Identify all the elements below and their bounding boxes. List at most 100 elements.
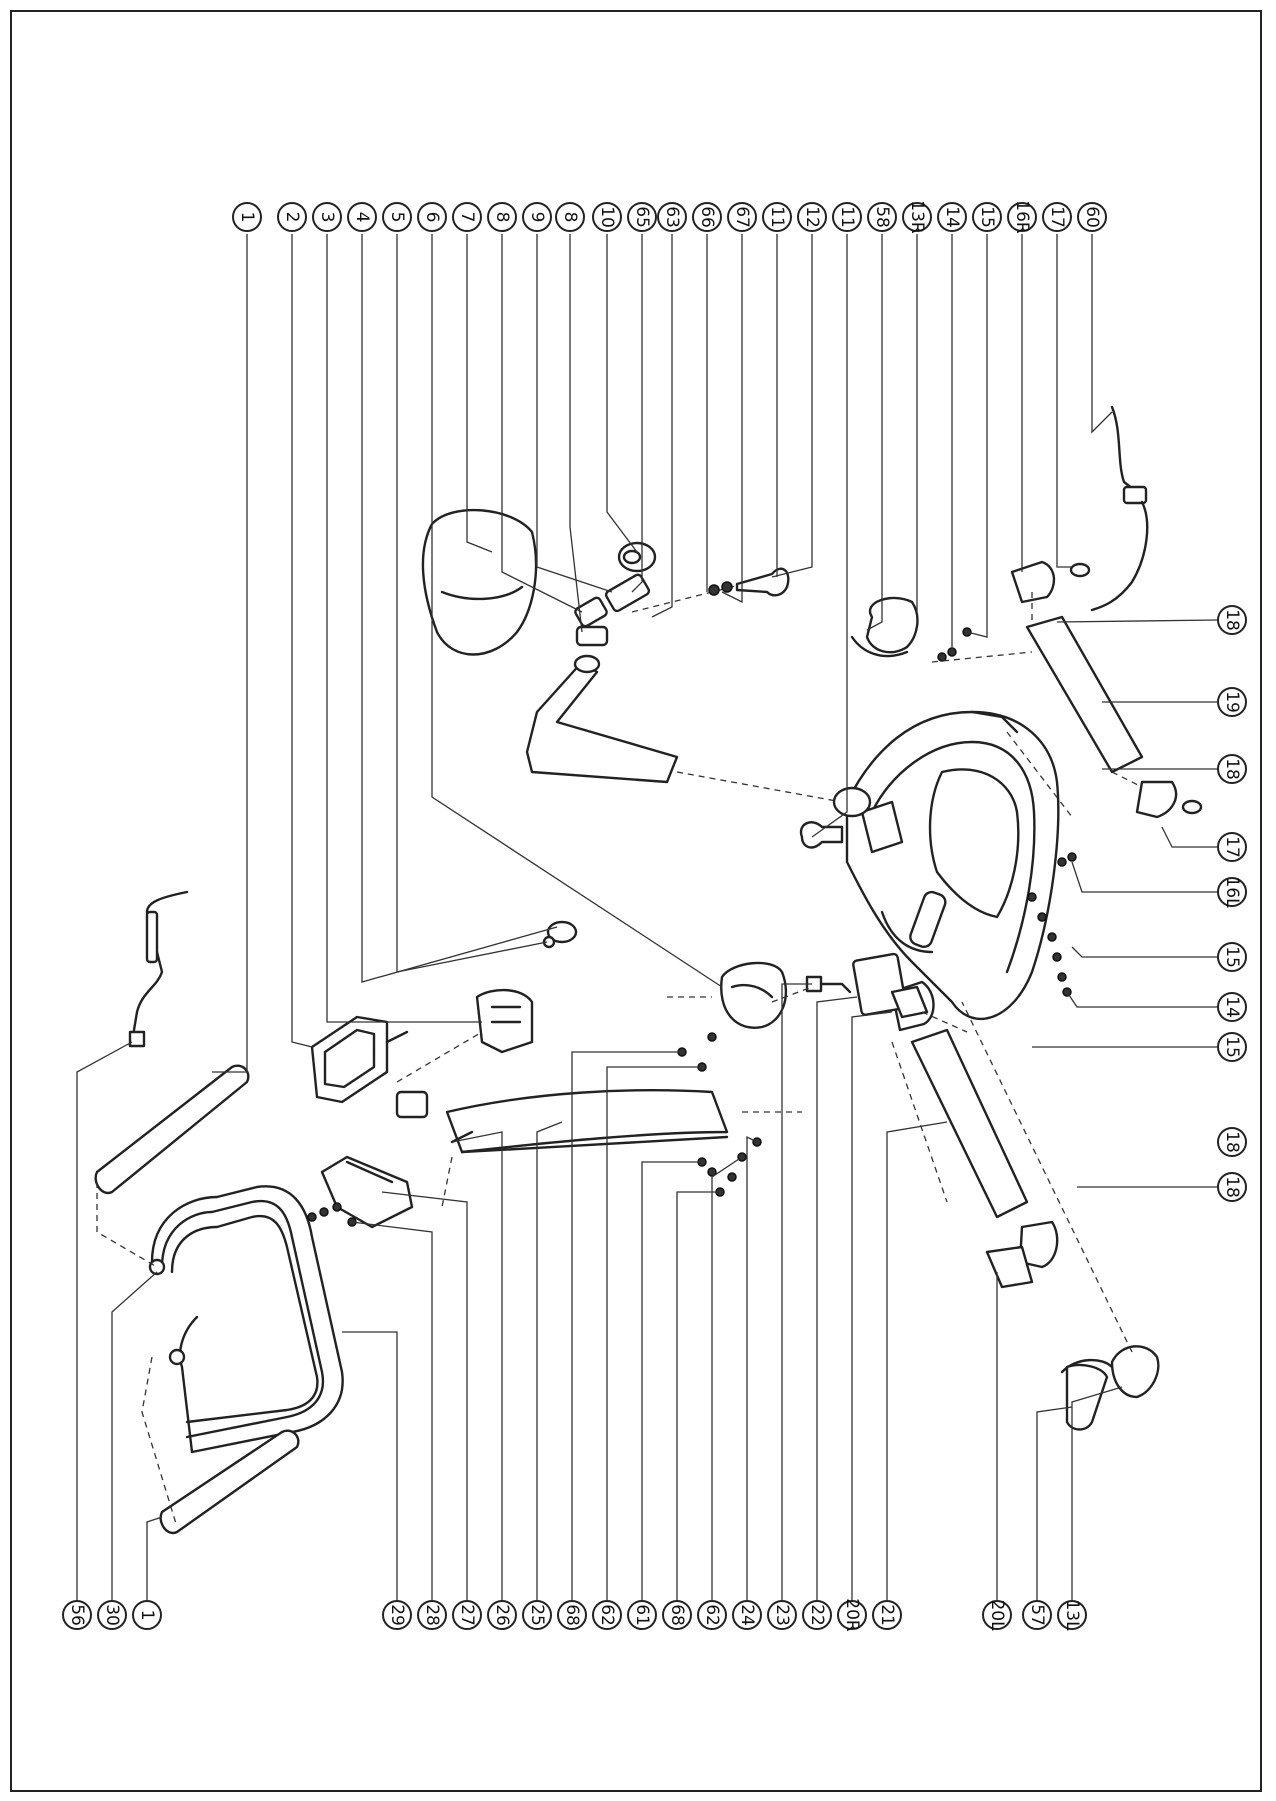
callout-number: 18: [1222, 1176, 1242, 1198]
callout-17: 17: [1042, 202, 1072, 232]
end-caps-20: [890, 985, 1034, 1289]
callout-circle: [312, 202, 342, 232]
callout-62: 62: [592, 1600, 622, 1630]
screws-61-62-68: [307, 1032, 762, 1227]
callout-58: 58: [867, 202, 897, 232]
callout-circle: [832, 202, 862, 232]
callout-number: 18: [1222, 758, 1242, 780]
callout-number: 14: [942, 206, 962, 228]
callout-circle: [1217, 754, 1247, 784]
callout-19: 19: [1217, 687, 1247, 717]
callout-circle: [1217, 832, 1247, 862]
callout-circle: [557, 1600, 587, 1630]
callout-circle: [1057, 1600, 1087, 1630]
callout-65: 65: [627, 202, 657, 232]
callout-66: 66: [692, 202, 722, 232]
callout-number: 25: [527, 1604, 547, 1626]
handlebar: [148, 1185, 344, 1454]
callout-number: 63: [662, 206, 682, 228]
callout-number: 15: [1222, 946, 1242, 968]
callout-circle: [727, 202, 757, 232]
callout-number: 66: [697, 206, 717, 228]
callout-number: 4: [352, 212, 372, 223]
callout-number: 28: [422, 1604, 442, 1626]
callout-number: 56: [67, 1604, 87, 1626]
callout-14: 14: [937, 202, 967, 232]
callout-27: 27: [452, 1600, 482, 1630]
callout-number: 11: [837, 206, 857, 228]
callout-circle: [767, 1600, 797, 1630]
callout-circle: [347, 202, 377, 232]
callout-circle: [592, 1600, 622, 1630]
callout-circle: [1217, 942, 1247, 972]
callout-circle: [522, 1600, 552, 1630]
callout-1: 1: [232, 202, 262, 232]
callout-20R: 20R: [837, 1598, 867, 1632]
callout-21: 21: [872, 1600, 902, 1630]
callout-number: 17: [1047, 206, 1067, 228]
seat-slider-assembly: [574, 541, 657, 647]
callout-28: 28: [417, 1600, 447, 1630]
callout-1: 1: [132, 1600, 162, 1630]
callout-circle: [382, 202, 412, 232]
callout-number: 15: [977, 206, 997, 228]
callout-circle: [697, 1600, 727, 1630]
console: [310, 1015, 409, 1104]
callout-number: 2: [282, 212, 302, 223]
seat: [421, 508, 538, 656]
callout-number: 60: [1082, 206, 1102, 228]
callout-circle: [937, 202, 967, 232]
rear-stabilizer: [1010, 560, 1178, 819]
callout-circle: [417, 1600, 447, 1630]
callout-circle: [452, 202, 482, 232]
callout-25: 25: [522, 1600, 552, 1630]
levelers: [1069, 562, 1203, 815]
callout-61: 61: [627, 1600, 657, 1630]
callout-number: 67: [732, 206, 752, 228]
callout-57: 57: [1022, 1600, 1052, 1630]
callout-number: 1: [137, 1610, 157, 1621]
callout-number: 14: [1222, 996, 1242, 1018]
callout-4: 4: [347, 202, 377, 232]
callout-number: 29: [387, 1604, 407, 1626]
callout-circle: [1217, 687, 1247, 717]
callout-circle: [487, 202, 517, 232]
callout-number: 62: [597, 1604, 617, 1626]
callout-circle: [1217, 1032, 1247, 1062]
callout-26: 26: [487, 1600, 517, 1630]
callout-number: 30: [102, 1604, 122, 1626]
callout-8: 8: [555, 202, 585, 232]
callout-number: 17: [1222, 836, 1242, 858]
callout-60: 60: [1077, 202, 1107, 232]
power-adapter: [1090, 405, 1149, 612]
callout-circle: [232, 202, 262, 232]
callout-circle: [132, 1600, 162, 1630]
callout-number: 68: [562, 1604, 582, 1626]
callout-62: 62: [697, 1600, 727, 1630]
sensor-23: [805, 975, 852, 994]
callout-circle: [1022, 1600, 1052, 1630]
diagram-canvas: 123456789810656366671112115813R141516R17…: [62, 200, 1247, 1632]
callout-number: 19: [1222, 691, 1242, 713]
callout-circle: [627, 202, 657, 232]
callout-number: 22: [807, 1604, 827, 1626]
callout-circle: [627, 1600, 657, 1630]
callout-56: 56: [62, 1600, 92, 1630]
callout-13R: 13R: [902, 200, 932, 234]
callout-circle: [902, 202, 932, 232]
callout-circle: [802, 1600, 832, 1630]
callout-number: 24: [737, 1604, 757, 1626]
callout-number: 20L: [987, 1599, 1007, 1631]
callout-number: 65: [632, 206, 652, 228]
callout-3: 3: [312, 202, 342, 232]
callout-number: 5: [387, 212, 407, 223]
callout-6: 6: [417, 202, 447, 232]
callout-18: 18: [1217, 605, 1247, 635]
callout-number: 8: [560, 212, 580, 223]
callout-number: 20R: [842, 1598, 862, 1632]
callout-number: 58: [872, 206, 892, 228]
callout-17: 17: [1217, 832, 1247, 862]
callout-number: 13L: [1062, 1599, 1082, 1631]
